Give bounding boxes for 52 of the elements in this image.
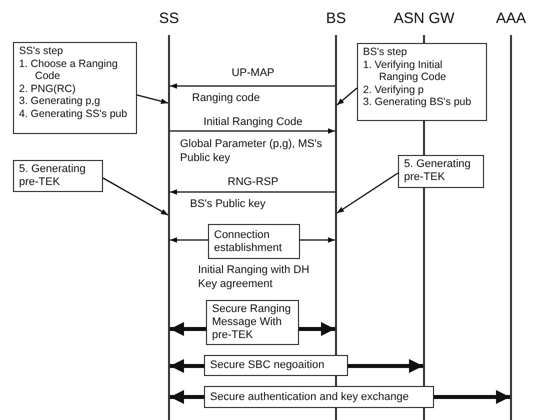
box-text: 5. Generating pre-TEK [404, 158, 472, 184]
arrow [300, 237, 335, 243]
edge-label: UP-MAP [230, 66, 276, 80]
edge-label: RNG-RSP [226, 175, 280, 189]
step-item: 2. Verifying p [363, 84, 425, 96]
box-text: Secure Ranging Message With pre-TEK [212, 303, 292, 342]
box-text: 5. Generating pre-TEK [19, 163, 87, 189]
box-text: Secure authentication and key exchange [210, 390, 410, 404]
message-box [208, 224, 300, 259]
step-item: 1. Verifying Initial Ranging Code [363, 58, 448, 84]
block-arrow [434, 390, 510, 404]
step-item: 4. Generating SS's pub [19, 108, 128, 120]
message-box [204, 355, 348, 376]
arrow [336, 88, 358, 106]
step-box [13, 42, 137, 134]
step-item: 3. Generating p,g [19, 95, 102, 108]
block-arrow [299, 322, 335, 336]
step-box [398, 155, 484, 188]
lifeline [510, 35, 512, 420]
lifeline-label: ASN GW [392, 10, 456, 28]
step-item: 2. PNG(RC) [19, 82, 77, 95]
block-arrow [170, 322, 206, 336]
block-arrow [170, 359, 204, 373]
block-arrow [348, 359, 423, 373]
arrow [336, 172, 398, 214]
message-note: Ranging code [192, 91, 261, 105]
message-note: BS's Public key [190, 197, 266, 211]
arrow [102, 177, 168, 216]
lifeline [168, 35, 170, 420]
message-note: Global Parameter (p,g), MS's Public key [180, 137, 324, 165]
lifeline [335, 35, 337, 420]
arrow [170, 83, 335, 89]
step-item: 3. Generating BS's pub [363, 96, 472, 108]
box-text: Connection establishment [214, 228, 283, 254]
step-item: 1. Choose a Ranging Code [19, 58, 119, 82]
arrow [170, 189, 335, 195]
step-box [357, 43, 487, 121]
arrow [170, 128, 335, 134]
step-heading: BS's step [363, 46, 408, 58]
box-text: Secure SBC negoaition [210, 359, 326, 372]
block-arrow [170, 390, 204, 404]
edge-label: Initial Ranging Code [202, 115, 304, 129]
lifeline-label: AAA [494, 10, 527, 28]
message-box [206, 300, 299, 345]
message-box [204, 386, 434, 408]
lifeline-label: SS [158, 10, 180, 28]
arrow [170, 237, 208, 243]
message-note: Initial Ranging with DH Key agreement [198, 263, 310, 291]
step-heading: SS's step [19, 45, 64, 58]
lifeline-label: BS [324, 10, 347, 28]
step-box [13, 160, 103, 192]
arrow [136, 94, 168, 104]
